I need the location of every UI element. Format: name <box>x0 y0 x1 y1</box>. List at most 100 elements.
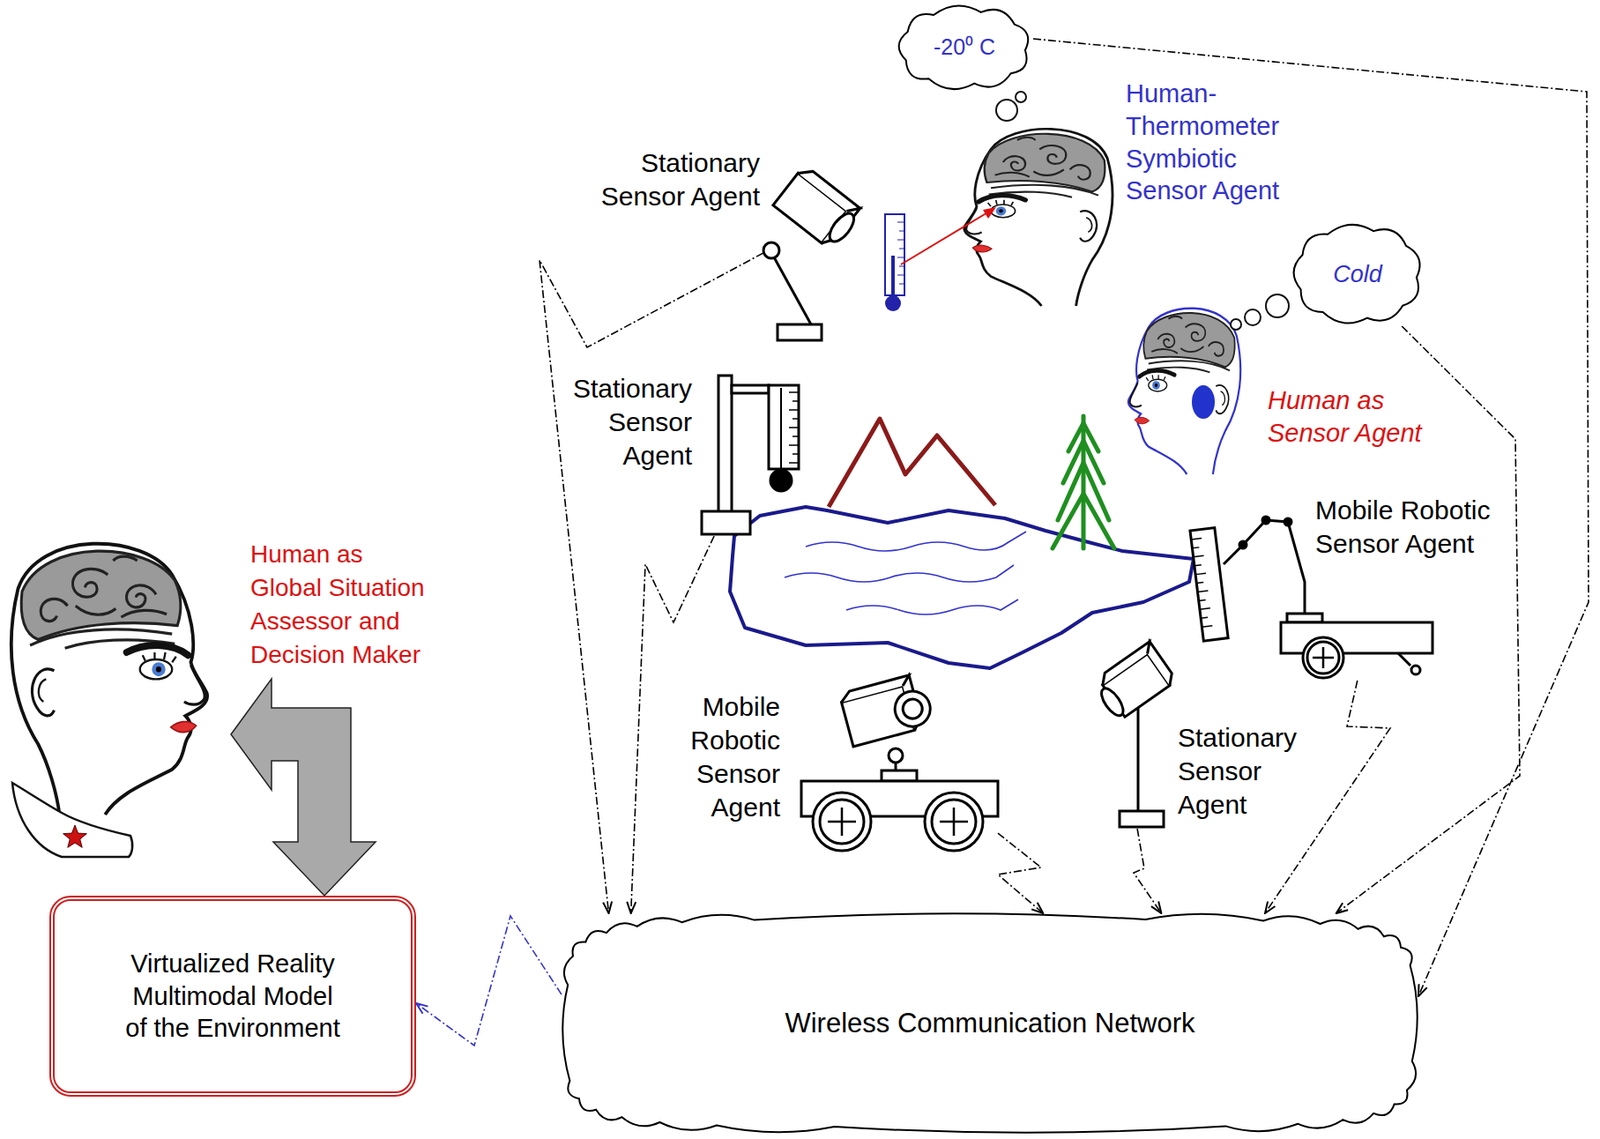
thought-bubble <box>996 91 1027 121</box>
dashed-connector <box>416 915 562 1046</box>
stationary-camera <box>773 255 812 325</box>
sensor-agent: Stationary Sensor Agent <box>1096 657 1174 829</box>
mountains <box>828 418 996 507</box>
stationary-camera <box>1137 703 1140 813</box>
sight-arrow <box>900 207 997 265</box>
agent-label-holder: Mobile Robotic Sensor Agent <box>1315 493 1505 561</box>
thought-bubble <box>1244 309 1261 326</box>
thought-bubble <box>1015 91 1027 103</box>
robot-ruler <box>1284 518 1292 526</box>
tree <box>1052 493 1115 549</box>
robot-ruler <box>1190 528 1228 641</box>
agent-label-holder: Mobile Robotic Sensor Agent <box>683 690 781 825</box>
tree <box>1052 416 1115 549</box>
model-box: Virtualized Reality Multimodal Model of … <box>49 895 417 1097</box>
thought-cloud: Cold <box>1290 222 1425 327</box>
lake <box>805 531 1027 551</box>
sensor-agent: Stationary Sensor Agent <box>763 163 853 343</box>
stationary-camera <box>1090 641 1177 722</box>
robot-ruler <box>1411 665 1421 675</box>
cloud-text: Cold <box>1332 259 1383 290</box>
robot-camera <box>819 799 864 844</box>
stationary-camera <box>1090 641 1177 827</box>
robot-camera <box>891 687 935 731</box>
stationary-camera <box>763 242 780 259</box>
cloud-text: Wireless Communication Network <box>784 1005 1195 1041</box>
lake <box>784 565 1014 582</box>
cloud-text: -20⁰ C <box>933 33 996 62</box>
thermometer-stand <box>718 375 732 513</box>
robot-camera <box>924 792 983 851</box>
robot-camera <box>839 671 936 747</box>
agent-label: Stationary Sensor Agent <box>587 146 760 214</box>
thermometer-stand <box>788 392 798 463</box>
symbiotic-agent: Human-Thermometer Symbiotic Sensor Agent <box>882 121 1114 312</box>
stationary-camera <box>773 164 861 249</box>
thermometer <box>885 295 901 312</box>
dashed-connector <box>1033 38 1589 997</box>
robot-camera <box>900 697 925 722</box>
sensor-agent: Mobile Robotic Sensor Agent <box>801 681 998 853</box>
human-head <box>964 128 1113 306</box>
stationary-camera <box>763 164 864 341</box>
stationary-camera <box>1097 684 1128 720</box>
human-agent: Human as Sensor Agent <box>1116 299 1242 477</box>
human-agent: Human as Global Situation Assessor and D… <box>5 530 231 859</box>
robot-camera <box>939 807 968 836</box>
thought-bubble <box>1230 294 1289 330</box>
lake <box>729 506 1194 669</box>
sensor-agent: Mobile Robotic Sensor Agent <box>1188 515 1434 681</box>
thermometer-stand <box>780 387 782 472</box>
robot-ruler <box>1307 641 1340 674</box>
agent-label-holder: Stationary Sensor Agent <box>568 372 693 473</box>
thermometer <box>891 255 895 298</box>
dashed-connector <box>997 833 1043 914</box>
robot-ruler <box>1262 516 1270 524</box>
thermometer <box>897 222 904 284</box>
robot-ruler <box>1190 528 1228 641</box>
mountains <box>828 418 996 507</box>
agent-label-holder: Human as Global Situation Assessor and D… <box>250 537 434 672</box>
agent-label: Stationary Sensor Agent <box>568 372 693 473</box>
robot-camera <box>888 748 903 763</box>
thermometer-stand <box>701 375 799 535</box>
thought-bubble <box>1265 294 1289 318</box>
sight-arrow <box>982 207 997 219</box>
cloud-outline <box>1294 224 1421 324</box>
robot-camera <box>931 799 976 844</box>
lake <box>729 506 1194 669</box>
agent-label-holder: Stationary Sensor Agent <box>1177 721 1302 822</box>
agent-label: Human as Sensor Agent <box>1267 384 1458 450</box>
dashed-connector <box>631 535 715 914</box>
robot-ruler <box>1239 541 1247 549</box>
thought-bubble <box>996 99 1018 121</box>
thermometer-stand <box>731 385 769 394</box>
agent-label: Mobile Robotic Sensor Agent <box>683 690 781 825</box>
cloud-outline <box>562 913 1417 1132</box>
human-head <box>12 782 133 857</box>
agent-label: Stationary Sensor Agent <box>1177 721 1302 822</box>
human-head <box>11 543 208 815</box>
robot-ruler <box>1398 653 1411 666</box>
robot-ruler <box>1312 647 1334 669</box>
human-head <box>1128 308 1241 475</box>
human-head <box>1191 385 1215 419</box>
human-head <box>1128 308 1241 475</box>
thermometer <box>885 214 905 312</box>
dashed-connector <box>1133 828 1161 914</box>
thermometer-stand <box>768 385 799 469</box>
robot-ruler <box>1223 520 1305 616</box>
stationary-camera <box>1119 811 1164 827</box>
robot-camera <box>812 792 871 851</box>
robot-ruler <box>1190 537 1213 627</box>
box-text: Virtualized Reality Multimodal Model of … <box>122 947 343 1045</box>
human-head <box>63 825 88 848</box>
block-arrow <box>230 678 376 896</box>
agent-label: Mobile Robotic Sensor Agent <box>1315 493 1505 561</box>
lake <box>784 531 1027 615</box>
sensor-agent: Stationary Sensor Agent <box>699 372 802 536</box>
thermometer-stand <box>770 469 792 492</box>
stationary-camera <box>825 209 859 246</box>
lake <box>846 599 1019 615</box>
agent-label: Human-Thermometer Symbiotic Sensor Agent <box>1125 77 1298 208</box>
